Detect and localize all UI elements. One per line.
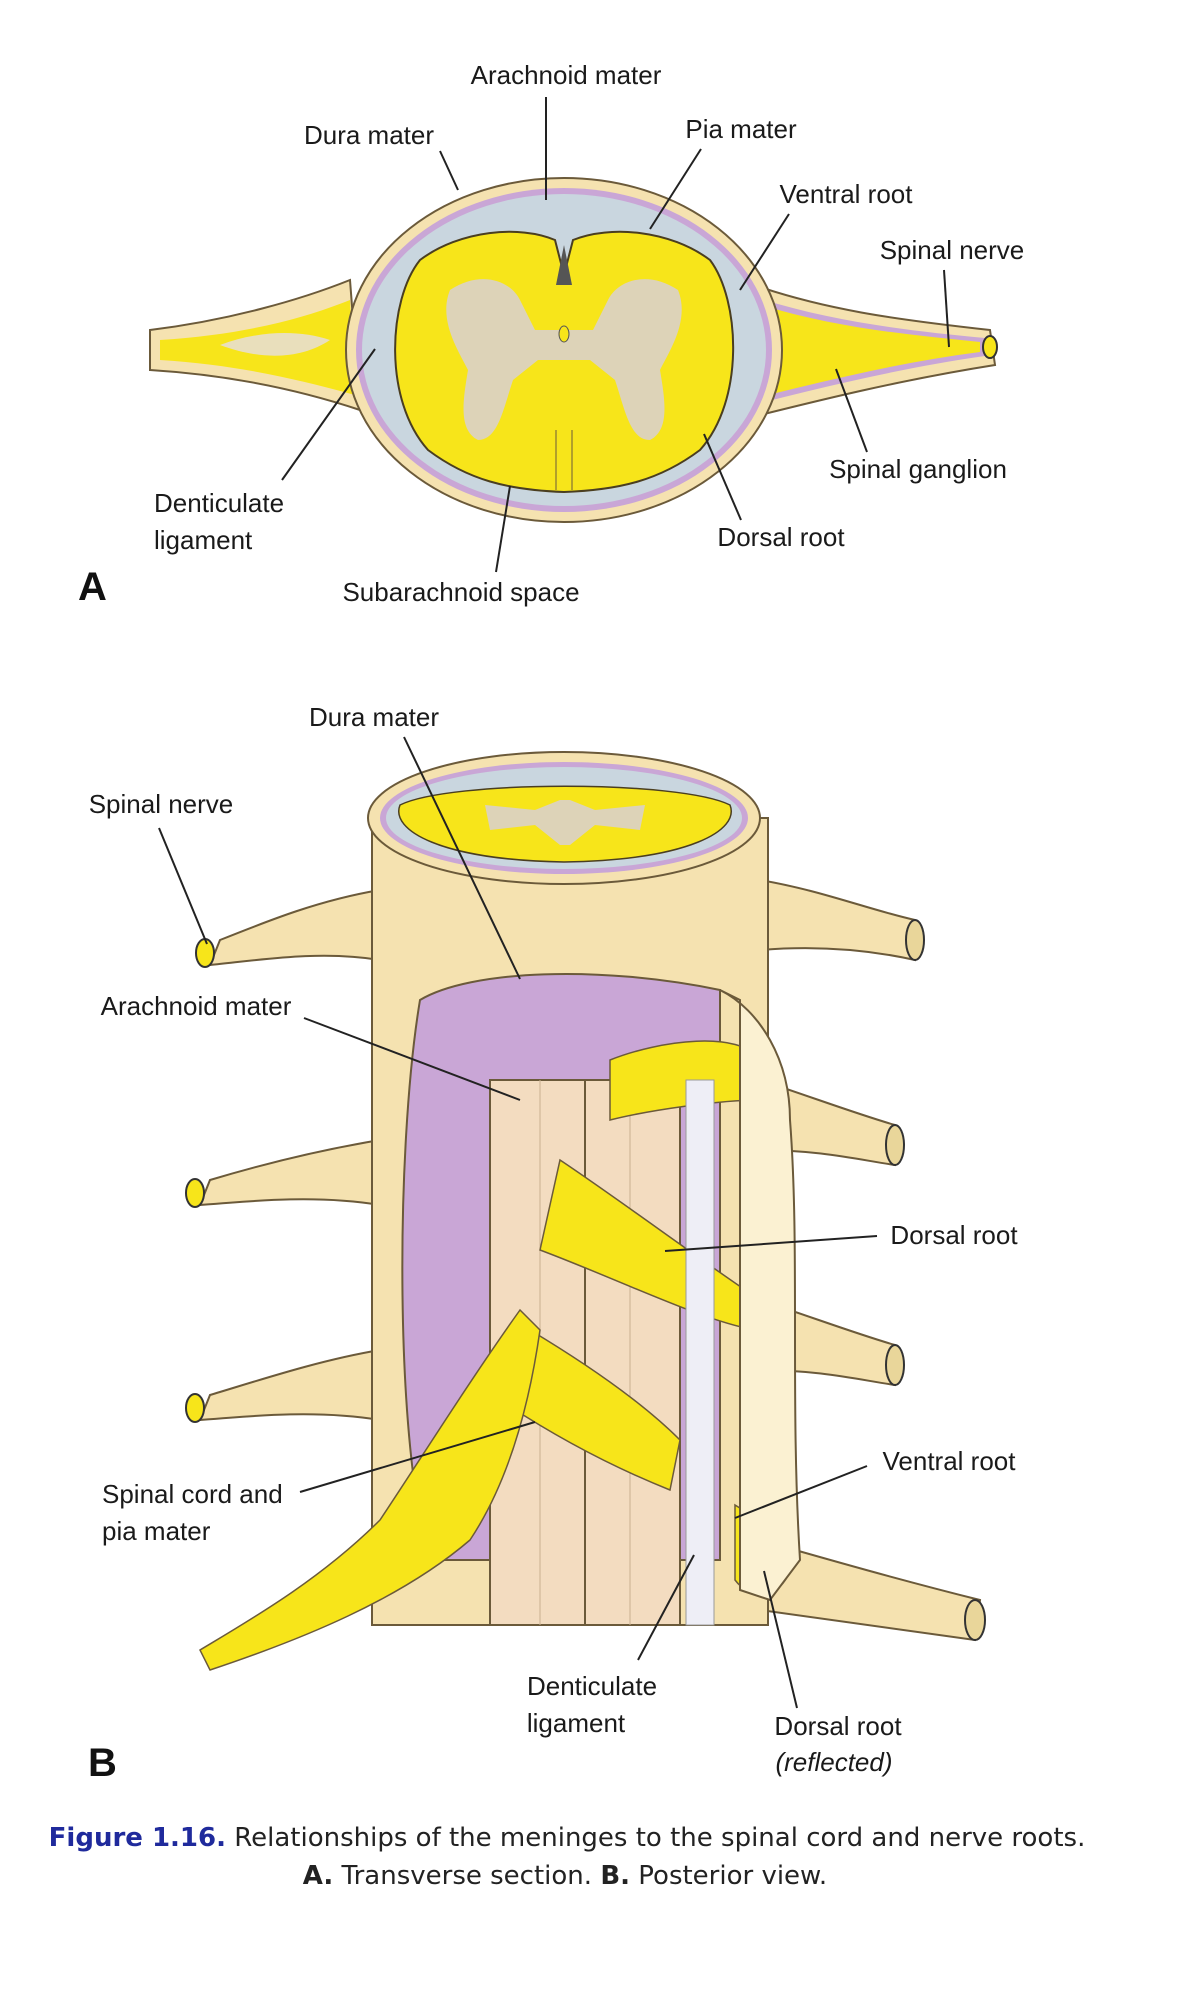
label-spinal-nerve-a: Spinal nerve bbox=[880, 235, 1025, 265]
leader-line bbox=[303, 1017, 521, 1101]
panel-letter-a: A bbox=[78, 565, 107, 609]
label-pia-mater-a: Pia mater bbox=[685, 114, 797, 144]
caption-b-text: Posterior view. bbox=[630, 1861, 827, 1891]
leader-line bbox=[299, 1421, 536, 1493]
label-denticulate-ligament-b-line2: ligament bbox=[527, 1708, 626, 1738]
label-spinal-ganglion-a: Spinal ganglion bbox=[829, 454, 1007, 484]
leader-line bbox=[664, 1235, 878, 1252]
label-dorsal-root-reflected-line2: (reflected) bbox=[775, 1747, 892, 1777]
leader-line bbox=[439, 150, 459, 191]
leader-line bbox=[495, 485, 511, 573]
label-ventral-root-a: Ventral root bbox=[780, 179, 914, 209]
caption-b-label: B. bbox=[600, 1861, 630, 1891]
label-denticulate-ligament-a-line2: ligament bbox=[154, 525, 253, 555]
figure-caption-line2: A. Transverse section. B. Posterior view… bbox=[303, 1861, 827, 1891]
label-arachnoid-mater-b: Arachnoid mater bbox=[101, 991, 292, 1021]
label-denticulate-ligament-b-line1: Denticulate bbox=[527, 1671, 657, 1701]
label-dura-mater-b: Dura mater bbox=[309, 702, 439, 732]
label-denticulate-ligament-a-line1: Denticulate bbox=[154, 488, 284, 518]
leader-line bbox=[835, 368, 868, 453]
leader-line bbox=[158, 827, 208, 945]
posterior-view-drawing bbox=[185, 751, 986, 1671]
label-spinal-nerve-b: Spinal nerve bbox=[89, 789, 234, 819]
caption-text: Relationships of the meninges to the spi… bbox=[226, 1823, 1085, 1853]
leader-line bbox=[703, 433, 742, 521]
leader-line bbox=[649, 148, 702, 230]
label-subarachnoid-space-a: Subarachnoid space bbox=[342, 577, 579, 607]
leader-line bbox=[403, 736, 521, 980]
label-spinal-cord-line1: Spinal cord and bbox=[102, 1479, 283, 1509]
leader-line bbox=[739, 213, 790, 291]
leader-line bbox=[637, 1554, 695, 1661]
caption-a-text: Transverse section. bbox=[333, 1861, 600, 1891]
label-spinal-cord-line2: pia mater bbox=[102, 1516, 211, 1546]
leader-line bbox=[943, 269, 950, 348]
leader-line bbox=[734, 1465, 868, 1519]
panel-letter-b: B bbox=[88, 1741, 117, 1785]
label-dorsal-root-b: Dorsal root bbox=[890, 1220, 1018, 1250]
transverse-section-drawing bbox=[149, 177, 998, 523]
label-dura-mater-a: Dura mater bbox=[304, 120, 434, 150]
label-dorsal-root-reflected-line1: Dorsal root bbox=[774, 1711, 902, 1741]
caption-a-label: A. bbox=[303, 1861, 333, 1891]
label-ventral-root-b: Ventral root bbox=[883, 1446, 1017, 1476]
label-arachnoid-mater-a: Arachnoid mater bbox=[471, 60, 662, 90]
figure-number: Figure 1.16. bbox=[49, 1823, 226, 1853]
label-dorsal-root-a: Dorsal root bbox=[717, 522, 845, 552]
leader-line bbox=[281, 348, 376, 481]
figure-caption-line1: Figure 1.16. Relationships of the mening… bbox=[49, 1823, 1086, 1853]
leader-line bbox=[763, 1570, 798, 1709]
